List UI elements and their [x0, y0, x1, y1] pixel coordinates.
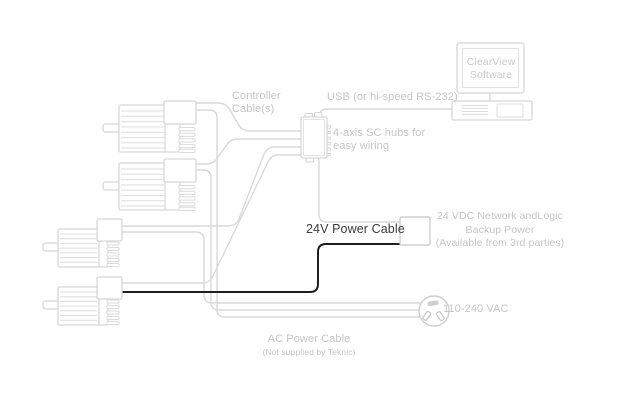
- ac-plug-slot-left: [422, 310, 432, 321]
- motor-2: [102, 158, 197, 212]
- ac-power-cable-2: [195, 169, 420, 311]
- controller-cable-3: [121, 146, 304, 227]
- ac-plug: [418, 295, 450, 327]
- motor-3: [42, 218, 123, 268]
- controller-cable-1: [195, 102, 304, 132]
- cable-bundle: [121, 102, 453, 318]
- computer: [451, 42, 533, 121]
- power-cable-24v: [121, 243, 401, 293]
- motor-1: [102, 100, 197, 154]
- ac-plug-slot-top: [427, 300, 439, 306]
- ac-power-cable-3: [121, 231, 422, 304]
- sc-hub: [300, 111, 331, 163]
- usb-label: USB (or hi-speed RS-232): [327, 91, 458, 103]
- vac-rating-label: 110-240 VAC: [443, 303, 509, 315]
- power-supply-24vdc: [399, 216, 431, 246]
- ac-power-cable-1: [195, 109, 422, 318]
- motor-4: [42, 276, 123, 326]
- controller-cable-4: [121, 154, 304, 284]
- hub-logic-power-cable: [318, 157, 401, 223]
- controller-cable-2: [195, 138, 304, 165]
- clearview-software-label: ClearView Software: [466, 56, 516, 81]
- ac-plug-face: [418, 295, 450, 327]
- vdc-backup-label: 24 VDC Network andLogic Backup Power (Av…: [435, 210, 565, 249]
- case-vents: [462, 105, 488, 115]
- ac-plug-slot-right: [435, 311, 445, 322]
- usb-cable: [319, 108, 453, 117]
- controller-cables-label: Controller Cable(s): [232, 90, 281, 115]
- monitor-screen: [462, 48, 519, 88]
- case-drive-bay: [496, 103, 524, 118]
- 24v-power-cable-label: 24V Power Cable: [306, 222, 405, 236]
- ac-power-note-label: (Not supplied by Teknic): [262, 347, 356, 357]
- sc-hub-label: 4-axis SC hubs for easy wiring: [333, 127, 426, 152]
- ac-power-cable-label: AC Power Cable: [267, 333, 351, 345]
